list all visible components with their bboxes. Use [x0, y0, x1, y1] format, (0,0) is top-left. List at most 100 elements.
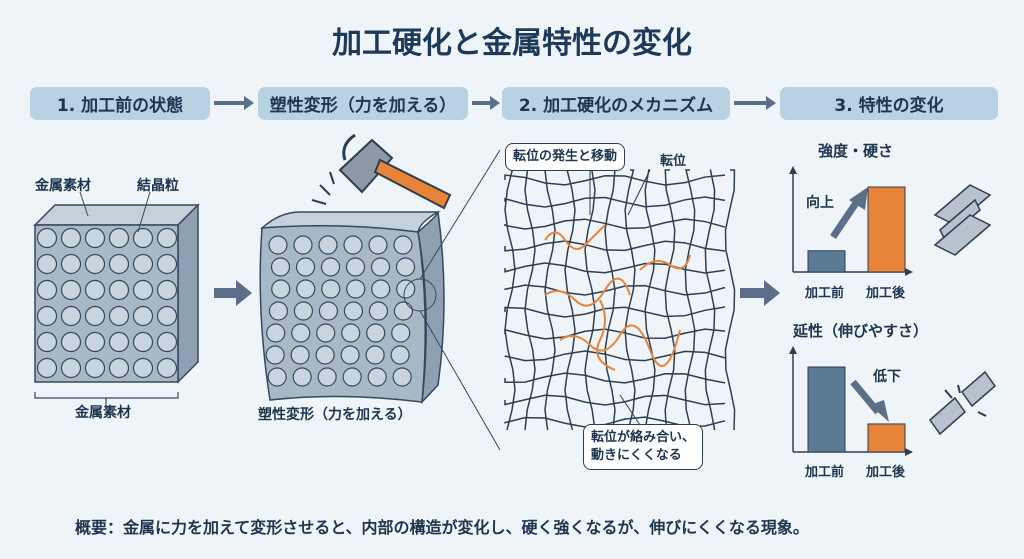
- grain-icon: [84, 305, 106, 327]
- mesh-line: [504, 240, 726, 252]
- grain-icon: [391, 323, 411, 343]
- grain-icon: [295, 257, 316, 277]
- mesh-line: [624, 169, 636, 431]
- label-decrease: 低下: [873, 369, 901, 385]
- mesh-line: [504, 174, 726, 186]
- grain-icon: [84, 279, 106, 301]
- grain-icon: [268, 301, 289, 321]
- grain-icon: [265, 345, 285, 365]
- hammer-icon: [311, 133, 452, 210]
- grain-icon: [316, 323, 336, 343]
- grain-icon: [108, 279, 130, 301]
- chart-title-ductility: 延性（伸びやすさ）: [793, 322, 929, 340]
- mesh-line: [564, 169, 576, 431]
- caption-plastic-deformation: 塑性変形（力を加える）: [258, 407, 412, 423]
- summary-text: 概要：金属に力を加えて変形させると、内部の構造が変化し、硬く強くなるが、伸びにく…: [75, 518, 809, 537]
- grain-icon: [365, 345, 385, 365]
- step-arrow-icon: [214, 96, 254, 110]
- grain-icon: [390, 345, 410, 365]
- grain-icon: [292, 367, 312, 387]
- grain-icon: [366, 323, 386, 343]
- grain-icon: [341, 323, 361, 343]
- broken-bar-icon: [928, 370, 997, 436]
- mesh-line: [524, 169, 536, 431]
- grain-icon: [84, 331, 106, 353]
- x-label-after: 加工後: [866, 465, 906, 480]
- mesh-line: [504, 196, 726, 208]
- grain-icon: [60, 253, 82, 275]
- grain-icon: [270, 257, 291, 277]
- grain-icon: [321, 279, 341, 299]
- mesh-line: [724, 169, 736, 431]
- grain-icon: [132, 305, 154, 327]
- grain-icon: [36, 357, 58, 379]
- grain-icon: [317, 367, 337, 387]
- grain-icon: [318, 235, 338, 255]
- increase-arrow-icon: [830, 198, 861, 239]
- page-title: 加工硬化と金属特性の変化: [332, 26, 692, 61]
- grain-icon: [343, 235, 363, 255]
- grain-icon: [108, 357, 130, 379]
- grain-icon: [108, 227, 130, 249]
- deformed-block-icon: [259, 149, 501, 451]
- strength-chart: [789, 166, 913, 276]
- bar-before: [807, 250, 846, 273]
- chart-title-strength: 強度・硬さ: [818, 142, 894, 160]
- x-label-before: 加工前: [805, 286, 845, 301]
- mesh-line: [504, 394, 726, 406]
- grain-icon: [108, 305, 130, 327]
- mesh-line: [644, 169, 656, 431]
- grain-icon: [393, 301, 414, 321]
- callout-line-1: 転位が絡み合い、: [591, 430, 696, 445]
- grain-icon: [346, 279, 366, 299]
- step-property-change: 3. 特性の変化: [780, 87, 998, 120]
- label-increase: 向上: [806, 195, 834, 211]
- callout-dislocation-motion: 転位の発生と移動: [505, 143, 626, 172]
- mesh-line: [504, 372, 726, 384]
- grain-icon: [342, 367, 362, 387]
- grain-icon: [36, 253, 58, 275]
- grain-icon: [393, 235, 413, 255]
- step-mechanism: 2. 加工硬化のメカニズム: [502, 87, 730, 120]
- caption-metal-material: 金属素材: [75, 405, 131, 421]
- grain-icon: [132, 357, 154, 379]
- grain-icon: [266, 323, 286, 343]
- mesh-line: [544, 169, 556, 431]
- grain-icon: [291, 323, 311, 343]
- grain-icon: [84, 253, 106, 275]
- grain-icon: [396, 279, 416, 299]
- grain-icon: [268, 235, 288, 255]
- label-dislocation: 転位: [660, 154, 687, 169]
- mesh-line: [704, 169, 716, 431]
- grain-icon: [36, 279, 58, 301]
- steel-beam-icon: [933, 184, 992, 256]
- label-grain: 結晶粒: [137, 178, 179, 194]
- grain-icon: [367, 367, 387, 387]
- grain-icon: [290, 345, 310, 365]
- mesh-line: [684, 169, 696, 431]
- dislocation-mesh: [504, 169, 736, 431]
- ductility-chart: [789, 346, 913, 456]
- grain-icon: [156, 279, 178, 301]
- dislocation-paths: [544, 224, 691, 371]
- arrow-icon: [740, 280, 780, 306]
- grain-icon: [293, 301, 314, 321]
- callout-dislocation-tangle: 転位が絡み合い、 動きにくくなる: [583, 424, 704, 471]
- step-plastic-deformation: 塑性変形（力を加える）: [258, 87, 468, 120]
- step-arrow-icon: [734, 96, 776, 110]
- grain-icon: [60, 227, 82, 249]
- grain-icon: [84, 357, 106, 379]
- grain-icon: [156, 331, 178, 353]
- grain-icon: [345, 257, 366, 277]
- grain-icon: [108, 253, 130, 275]
- mesh-line: [584, 169, 596, 431]
- grain-icon: [156, 227, 178, 249]
- grain-icon: [60, 305, 82, 327]
- grain-icon: [156, 305, 178, 327]
- grain-icon: [132, 227, 154, 249]
- x-label-before: 加工前: [805, 465, 845, 480]
- grain-icon: [132, 331, 154, 353]
- grain-icon: [315, 345, 335, 365]
- grain-icon: [318, 301, 339, 321]
